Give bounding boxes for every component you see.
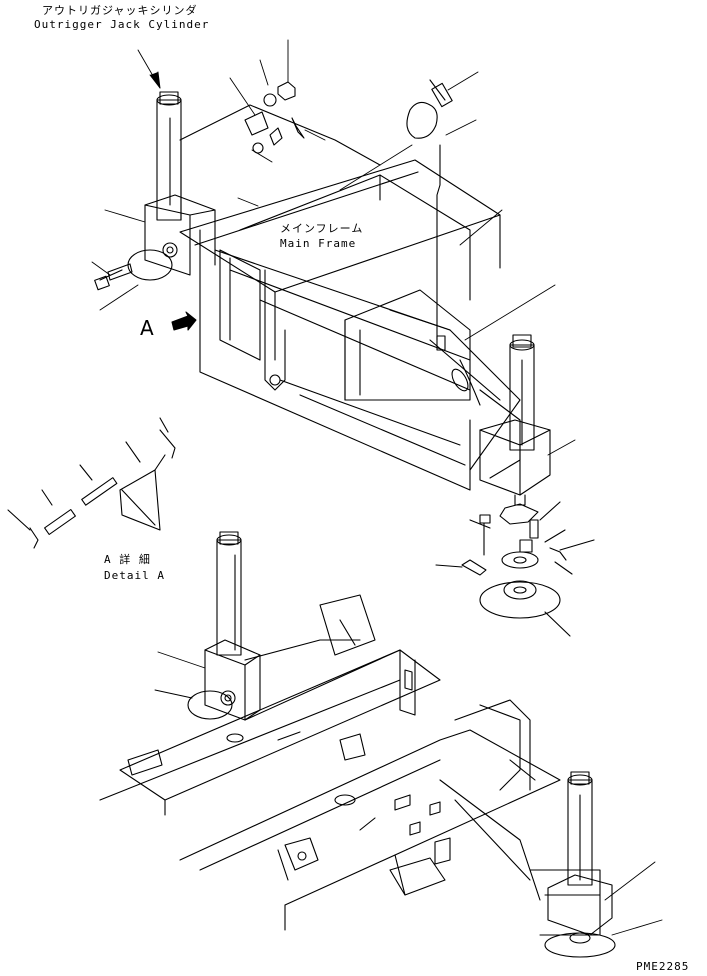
detail-a-label-en: Detail A: [104, 569, 165, 582]
lower-main-frame: [99, 594, 601, 936]
upper-main-frame: [179, 159, 521, 491]
jack-foot-parts: [435, 501, 595, 637]
main-frame-label-jp: メインフレーム: [280, 222, 364, 235]
drawing-number: PME2285: [636, 960, 690, 973]
upper-leader-lines: [91, 39, 576, 456]
cylinder-label-jp: アウトリガジャッキシリンダ: [42, 4, 198, 17]
lower-leader-lines: [154, 651, 663, 936]
detail-a-parts: [7, 417, 176, 549]
cylinder-label-en: Outrigger Jack Cylinder: [34, 18, 210, 31]
hose-assembly: [406, 79, 453, 351]
view-a-arrow: [171, 311, 197, 331]
detail-a-label-jp: A 詳 細: [104, 553, 151, 566]
upper-hardware-parts: [94, 81, 305, 291]
view-a-label: A: [140, 316, 154, 340]
upper-left-jack-cylinder: [127, 91, 381, 281]
main-frame-label-en: Main Frame: [280, 237, 357, 250]
lower-left-jack-cylinder: [187, 531, 361, 721]
upper-right-jack-cylinder: [479, 334, 551, 506]
lower-right-jack-cylinder: [544, 771, 616, 958]
